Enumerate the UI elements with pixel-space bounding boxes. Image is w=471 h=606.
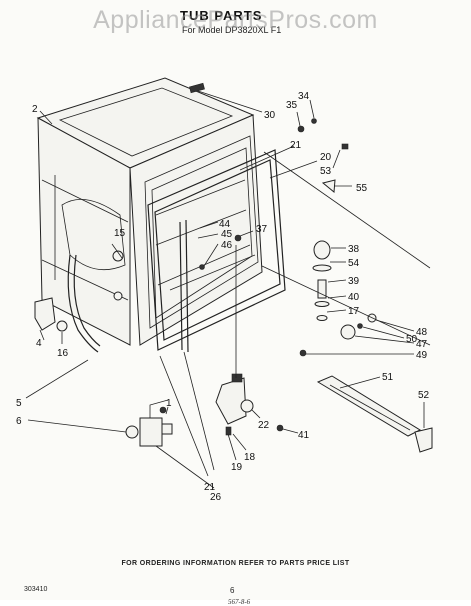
callout-15: 15 [114, 228, 126, 239]
callout-5: 5 [16, 398, 22, 409]
callout-50: 50 [406, 334, 418, 345]
callout-19: 19 [231, 462, 243, 473]
sump-bracket [215, 373, 284, 436]
callout-17: 17 [348, 306, 360, 317]
callout-53: 53 [320, 166, 332, 177]
document-code: 303410 [24, 586, 48, 593]
callout-26: 26 [210, 492, 222, 503]
callout-44: 44 [219, 219, 231, 230]
leader-lines [25, 90, 431, 489]
callout-6: 6 [16, 416, 22, 427]
fill-funnel [34, 297, 68, 332]
callout-49: 49 [416, 350, 428, 361]
callout-1: 1 [166, 398, 172, 409]
callout-39: 39 [348, 276, 360, 287]
callout-41: 41 [298, 430, 310, 441]
callout-45: 45 [221, 229, 233, 240]
water-valve [125, 399, 173, 447]
sheet-number: 567-8-6 [228, 598, 251, 606]
ordering-note: FOR ORDERING INFORMATION REFER TO PARTS … [121, 560, 350, 567]
model-subtitle: For Model DP3820XL F1 [182, 25, 282, 35]
callout-38: 38 [348, 244, 360, 255]
callout-22: 22 [258, 420, 270, 431]
callout-labels: 2 30 35 34 21 20 53 55 44 45 46 37 15 38… [16, 91, 430, 503]
callout-16: 16 [57, 348, 69, 359]
callout-20: 20 [320, 152, 332, 163]
callout-18: 18 [244, 452, 256, 463]
callout-51: 51 [382, 372, 394, 383]
wash-arm-stack [312, 240, 332, 321]
callout-21-bottom: 21 [204, 482, 216, 493]
callout-37: 37 [256, 224, 268, 235]
door-gasket [147, 149, 286, 353]
page-title: TUB PARTS [180, 8, 263, 23]
rail-bracket [414, 427, 433, 453]
callout-30: 30 [264, 110, 276, 121]
callout-55: 55 [356, 183, 368, 194]
callout-46: 46 [221, 240, 233, 251]
callout-47: 47 [416, 339, 428, 350]
callout-52: 52 [418, 390, 430, 401]
page-number: 6 [230, 586, 235, 595]
callout-35: 35 [286, 100, 298, 111]
tub-cabinet [36, 77, 263, 346]
callout-4: 4 [36, 338, 42, 349]
drain-hose [67, 254, 99, 353]
callout-34: 34 [298, 91, 310, 102]
callout-54: 54 [348, 258, 360, 269]
callout-21-top: 21 [290, 140, 302, 151]
callout-48: 48 [416, 327, 428, 338]
pump-mount-parts [299, 313, 377, 357]
callout-40: 40 [348, 292, 360, 303]
callout-2: 2 [32, 104, 38, 115]
